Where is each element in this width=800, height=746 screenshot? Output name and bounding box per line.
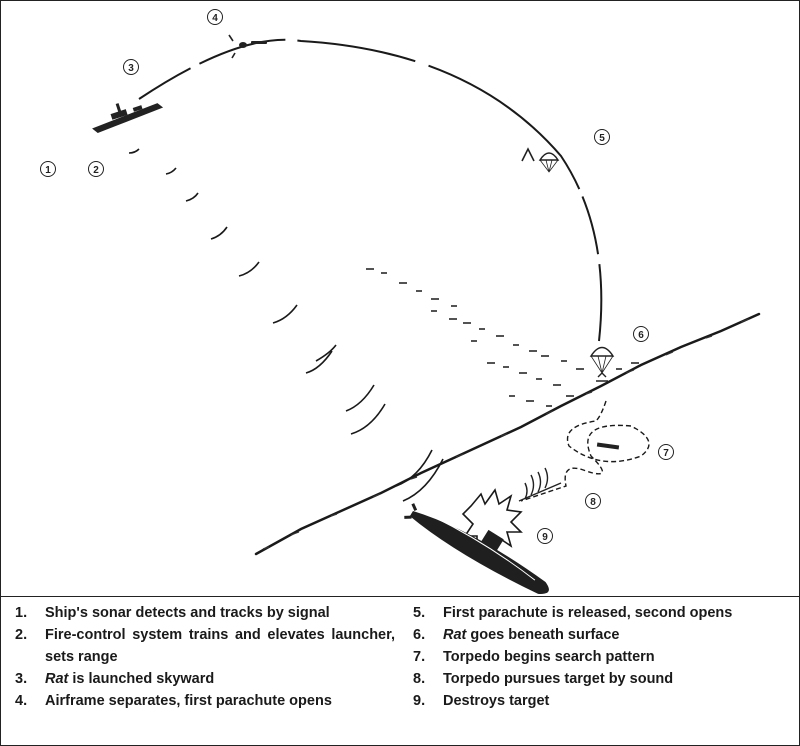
legend-text: Torpedo pursues target by sound — [443, 671, 674, 687]
sound-waves — [518, 467, 562, 502]
legend-column-right: 5. First parachute is released, second o… — [413, 602, 793, 712]
svg-text:7: 7 — [663, 448, 669, 459]
legend-text: First parachute is released, second open… — [443, 605, 733, 621]
sea-surface — [254, 312, 761, 556]
legend-text: Torpedo begins search pattern — [443, 649, 655, 665]
legend-divider — [1, 596, 799, 597]
step-marker-6: 6 — [633, 326, 649, 342]
legend-number: 7. — [413, 649, 426, 665]
step-marker-8: 8 — [585, 493, 601, 509]
legend-number: 5. — [413, 605, 426, 621]
step-marker-2: 2 — [88, 161, 104, 177]
svg-text:1: 1 — [45, 165, 51, 176]
step-marker-7: 7 — [658, 444, 674, 460]
legend-item-2: 2. Fire-control system trains and elevat… — [15, 624, 395, 668]
legend-text: Destroys target — [443, 693, 550, 709]
legend-number: 4. — [15, 693, 28, 709]
airframe-separation — [228, 34, 267, 59]
wave-marks — [366, 268, 639, 407]
svg-text:9: 9 — [542, 532, 548, 543]
legend-item-9: 9. Destroys target — [413, 690, 793, 712]
torpedo — [596, 442, 620, 450]
step-marker-4: 4 — [207, 9, 223, 25]
scene-illustration: 1 2 3 4 5 6 7 8 — [40, 9, 761, 594]
legend-number: 3. — [15, 671, 28, 687]
legend-item-8: 8. Torpedo pursues target by sound — [413, 668, 793, 690]
step-marker-3: 3 — [123, 59, 139, 75]
svg-text:2: 2 — [93, 165, 99, 176]
legend-number: 2. — [15, 627, 28, 643]
legend-text: Rat goes beneath surface — [443, 624, 793, 646]
legend-text: Rat is launched skyward — [45, 668, 395, 690]
submarine — [404, 503, 549, 594]
rat-trajectory — [138, 38, 603, 342]
parachute-5 — [538, 152, 560, 173]
legend-item-1: 1. Ship's sonar detects and tracks by si… — [15, 602, 395, 624]
rat-label: Rat — [45, 671, 69, 687]
legend-text: Ship's sonar detects and tracks by signa… — [45, 605, 330, 621]
legend-number: 9. — [413, 693, 426, 709]
legend-text: Airframe separates, first parachute open… — [45, 693, 332, 709]
svg-text:6: 6 — [638, 330, 644, 341]
legend-item-3: 3. Rat is launched skyward — [15, 668, 395, 690]
legend-number: 1. — [15, 605, 28, 621]
legend-text-rest: goes beneath surface — [466, 627, 620, 643]
legend-column-left: 1. Ship's sonar detects and tracks by si… — [15, 602, 395, 712]
legend-number: 6. — [413, 627, 426, 643]
legend-text: Fire-control system trains and elevates … — [45, 627, 395, 665]
legend-text-rest: is launched skyward — [68, 671, 215, 687]
legend-number: 8. — [413, 671, 426, 687]
parachute-6 — [589, 346, 615, 382]
svg-text:5: 5 — [599, 133, 605, 144]
rat-label: Rat — [443, 627, 467, 643]
launch-ship — [92, 103, 164, 133]
torpedo-search-path — [520, 400, 650, 502]
legend-item-4: 4. Airframe separates, first parachute o… — [15, 690, 395, 712]
step-marker-5: 5 — [594, 129, 610, 145]
svg-text:8: 8 — [590, 497, 596, 508]
released-parachute — [521, 147, 535, 162]
step-marker-1: 1 — [40, 161, 56, 177]
svg-text:3: 3 — [128, 63, 134, 74]
legend-item-7: 7. Torpedo begins search pattern — [413, 646, 793, 668]
svg-text:4: 4 — [212, 13, 218, 24]
sonar-pulses — [128, 148, 444, 502]
legend-item-6: 6. Rat goes beneath surface — [413, 624, 793, 646]
step-marker-9: 9 — [537, 528, 553, 544]
legend-item-5: 5. First parachute is released, second o… — [413, 602, 793, 624]
